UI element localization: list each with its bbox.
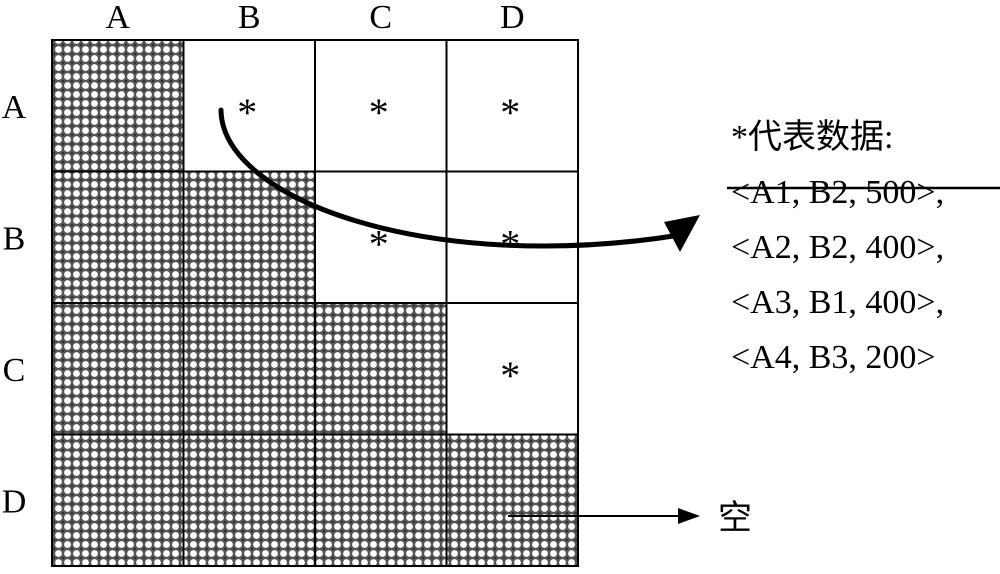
curved-arrow <box>218 107 683 249</box>
shaded-cell <box>51 170 185 304</box>
empty-label: 空 <box>718 499 752 537</box>
shaded-cell <box>182 433 316 567</box>
data-marker: * <box>369 90 389 135</box>
legend: *代表数据: <A1, B2, 500>, <A2, B2, 400>, <A3… <box>727 118 1000 376</box>
matrix-grid: ****** <box>51 39 579 567</box>
column-label: D <box>500 0 525 36</box>
data-marker: * <box>500 90 520 135</box>
legend-entry: <A3, B1, 400>, <box>731 284 944 321</box>
shaded-cell <box>51 302 185 436</box>
data-marker: * <box>500 353 520 398</box>
legend-title: *代表数据: <box>731 118 893 156</box>
column-labels: A B C D <box>105 0 524 36</box>
data-cell <box>445 302 579 436</box>
legend-entry: <A4, B3, 200> <box>731 339 936 376</box>
row-label: A <box>2 89 27 126</box>
column-label: B <box>238 0 261 36</box>
shaded-cell <box>51 39 185 173</box>
shaded-cell <box>51 433 185 567</box>
data-cell <box>314 39 448 173</box>
data-cell <box>445 39 579 173</box>
curved-arrow-head <box>664 215 700 252</box>
shaded-cell <box>314 302 448 436</box>
shaded-cell <box>445 433 579 567</box>
shaded-cell <box>314 433 448 567</box>
legend-entry: <A2, B2, 400>, <box>731 229 944 266</box>
empty-arrow-head <box>678 508 700 524</box>
row-labels: A B C D <box>2 89 27 521</box>
data-marker: * <box>237 90 257 135</box>
row-label: B <box>3 220 26 257</box>
column-label: A <box>105 0 130 36</box>
row-label: C <box>3 352 26 389</box>
data-cell <box>182 39 316 173</box>
shaded-cell <box>182 302 316 436</box>
data-cell <box>445 170 579 304</box>
data-marker: * <box>369 221 389 266</box>
legend-entry: <A1, B2, 500>, <box>731 174 944 211</box>
row-label: D <box>2 483 27 520</box>
shaded-cell <box>182 170 316 304</box>
column-label: C <box>369 0 392 36</box>
